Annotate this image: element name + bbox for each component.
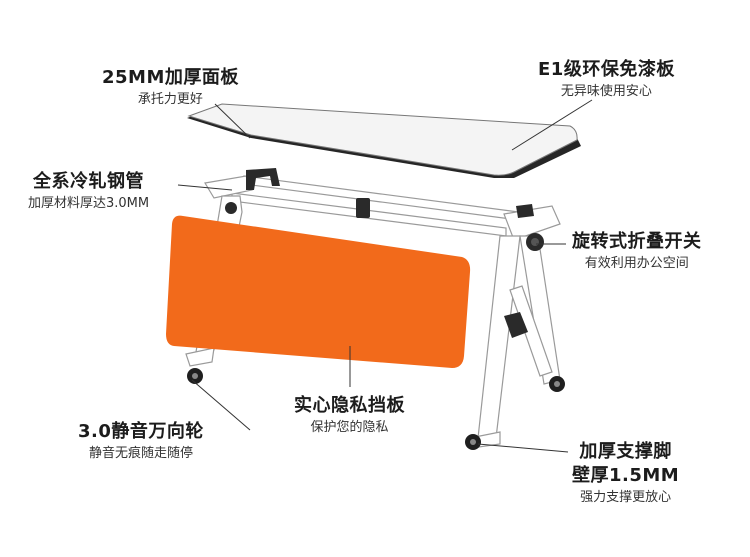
leg-lock xyxy=(504,312,528,338)
callout-fold-switch: 旋转式折叠开关 有效利用办公空间 xyxy=(572,230,702,274)
callout-subtitle: 无异味使用安心 xyxy=(560,84,652,99)
callout-subtitle: 静音无痕随走随停 xyxy=(88,446,193,461)
callout-subtitle: 承托力更好 xyxy=(137,92,203,107)
privacy-panel xyxy=(166,215,471,368)
callout-title-line2: 壁厚1.5MM xyxy=(572,465,680,486)
tabletop xyxy=(187,103,581,178)
callout-title: 加厚支撑脚 xyxy=(579,441,672,462)
hardware xyxy=(225,168,544,338)
leader-lines xyxy=(177,99,593,453)
callout-panel-thickness: 25MM加厚面板 承托力更好 xyxy=(102,66,239,110)
callout-title: 全系冷轧钢管 xyxy=(33,171,145,192)
callout-title: 旋转式折叠开关 xyxy=(572,231,702,252)
callout-subtitle: 加厚材料厚达3.0MM xyxy=(28,196,150,211)
callout-title: 25MM加厚面板 xyxy=(102,67,239,88)
callout-subtitle: 强力支撑更放心 xyxy=(580,490,672,505)
center-bracket xyxy=(356,198,370,218)
callout-title: 实心隐私挡板 xyxy=(294,395,405,416)
callout-eco-board: E1级环保免漆板 无异味使用安心 xyxy=(538,58,675,102)
callout-subtitle: 保护您的隐私 xyxy=(310,420,389,435)
callout-steel-tube: 全系冷轧钢管 加厚材料厚达3.0MM xyxy=(28,170,149,214)
callout-support-leg: 加厚支撑脚 壁厚1.5MM 强力支撑更放心 xyxy=(572,440,679,508)
callout-privacy-panel: 实心隐私挡板 保护您的隐私 xyxy=(294,394,405,438)
callout-subtitle: 有效利用办公空间 xyxy=(584,256,689,271)
callout-title: 3.0静音万向轮 xyxy=(78,421,204,442)
caster-wheels xyxy=(187,368,565,450)
callout-title: E1级环保免漆板 xyxy=(538,59,675,80)
callout-casters: 3.0静音万向轮 静音无痕随走随停 xyxy=(78,420,204,464)
